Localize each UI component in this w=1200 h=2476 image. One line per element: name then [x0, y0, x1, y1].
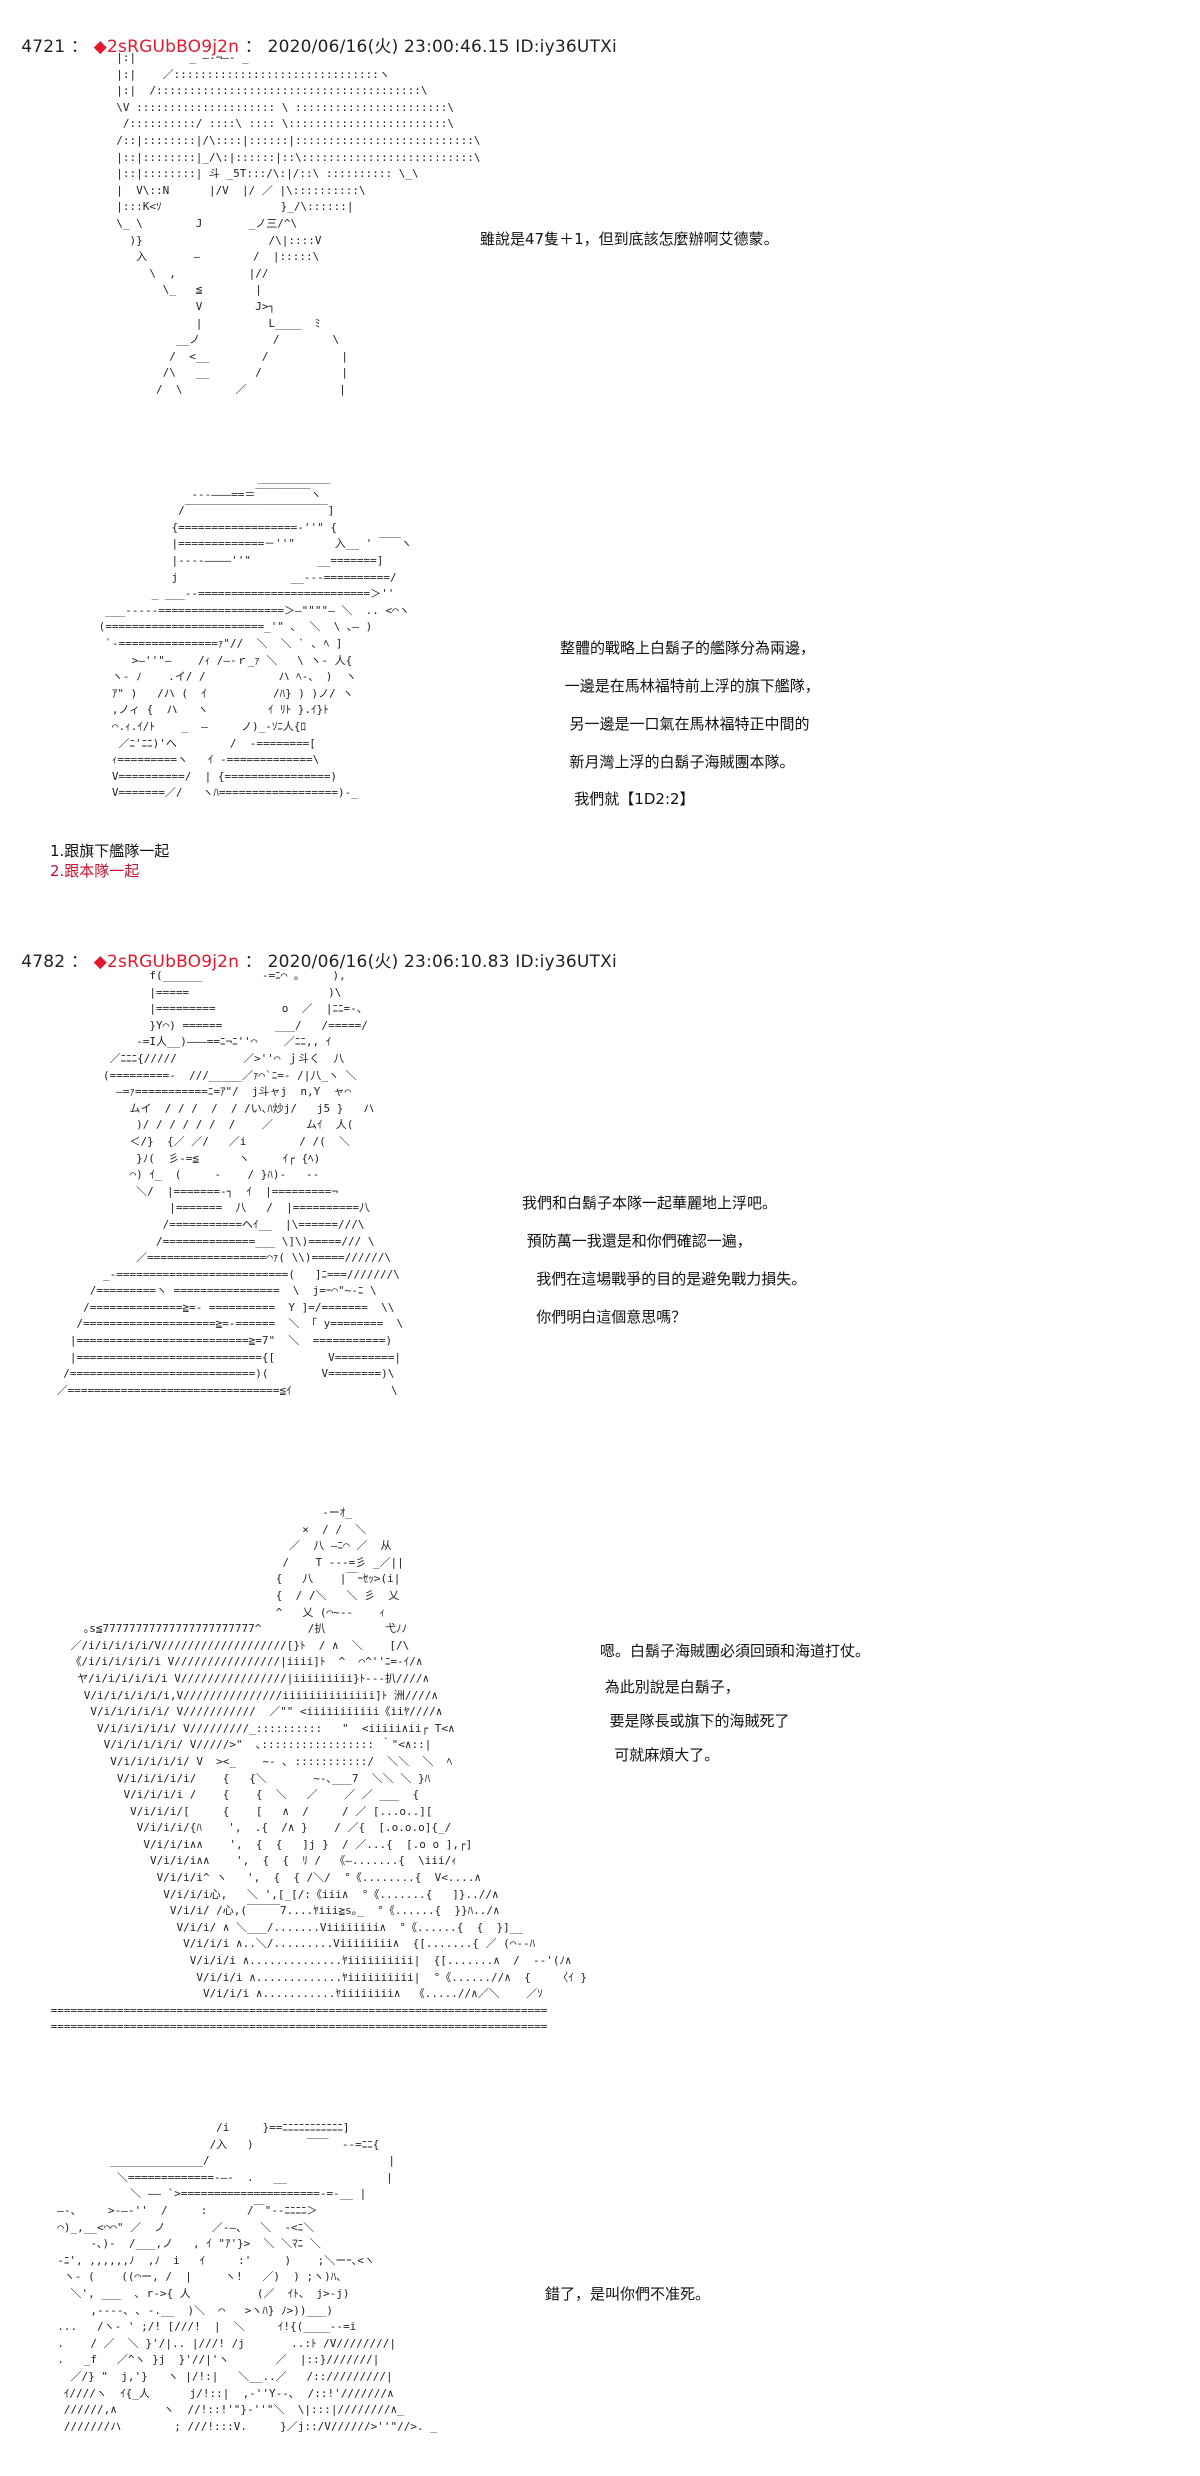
dialogue-line: 一邊是在馬林福特前上浮的旗下艦隊，	[560, 677, 820, 695]
dialogue-line: 為此別說是白鬍子，	[600, 1678, 740, 1696]
dialogue-line: 要是隊長或旗下的海賊死了	[600, 1712, 790, 1730]
dialogue-line: 另一邊是一口氣在馬林福特正中間的	[560, 715, 810, 733]
ascii-art-character-2: ___________ ---―――==＝￣￣￣￣￣ヽ /￣￣￣￣￣￣￣￣￣￣￣…	[98, 471, 412, 800]
dialogue-line: 我們和白鬍子本隊一起華麗地上浮吧。	[522, 1194, 778, 1212]
dialogue-line: 你們明白這個意思嗎？	[522, 1308, 687, 1326]
dialogue-line: 可就麻煩大了。	[600, 1746, 720, 1764]
post-header: 4782 ： ◆2sRGUbBO9j2n ： 2020/06/16(火) 23:…	[21, 952, 617, 972]
dialogue-line: 我們在這場戰爭的目的是避免戰力損失。	[522, 1270, 807, 1288]
ascii-art-character-4: -ーｵ_ × / / ＼ ／ 八 ―ﾆ⌒ ／ 从 / T ‐‐‐=彡 _／|| …	[50, 1506, 587, 2034]
dialogue-line: 嗯。白鬍子海賊團必須回頭和海道打仗。	[600, 1642, 871, 1660]
ascii-art-character-5: /i }==ﾆﾆﾆﾆﾆﾆﾆﾆﾆﾆﾆ] /入 ) ￣￣ ‐‐=ﾆﾆ{ ______…	[57, 2121, 437, 2433]
ascii-art-character-1: |:| _ ―‐¬―‐ _ |:| ／:::::::::::::::::::::…	[116, 51, 481, 396]
tripcode[interactable]: ◆2sRGUbBO9j2n	[93, 37, 240, 57]
post-number: 4782	[21, 952, 66, 972]
dialogue-line: 整體的戰略上白鬍子的艦隊分為兩邊，	[560, 639, 816, 657]
dialogue-line: 我們就【1D2:2】	[560, 790, 695, 808]
post-number: 4721	[21, 37, 66, 57]
tripcode[interactable]: ◆2sRGUbBO9j2n	[93, 952, 240, 972]
dialogue-line: 新月灣上浮的白鬍子海賊團本隊。	[560, 753, 795, 771]
post-datetime: 2020/06/16(火) 23:06:10.83 ID:iy36UTXi	[267, 952, 617, 972]
dialogue-line: 預防萬一我還是和你們確認一遍，	[522, 1232, 752, 1250]
choice-option-1: 1.跟旗下艦隊一起	[50, 842, 170, 860]
choice-option-2-selected: 2.跟本隊一起	[50, 862, 140, 880]
dialogue-line: 雖說是47隻＋1，但到底該怎麼辦啊艾德蒙。	[480, 230, 779, 248]
dialogue-line: 錯了，是叫你們不准死。	[545, 2285, 711, 2303]
post-datetime: 2020/06/16(火) 23:00:46.15 ID:iy36UTXi	[267, 37, 617, 57]
ascii-art-character-3: f(______ -=ﾆ⌒ ｡ ), |===== )\ |========= …	[56, 969, 404, 1397]
post-header: 4721 ： ◆2sRGUbBO9j2n ： 2020/06/16(火) 23:…	[21, 37, 617, 57]
